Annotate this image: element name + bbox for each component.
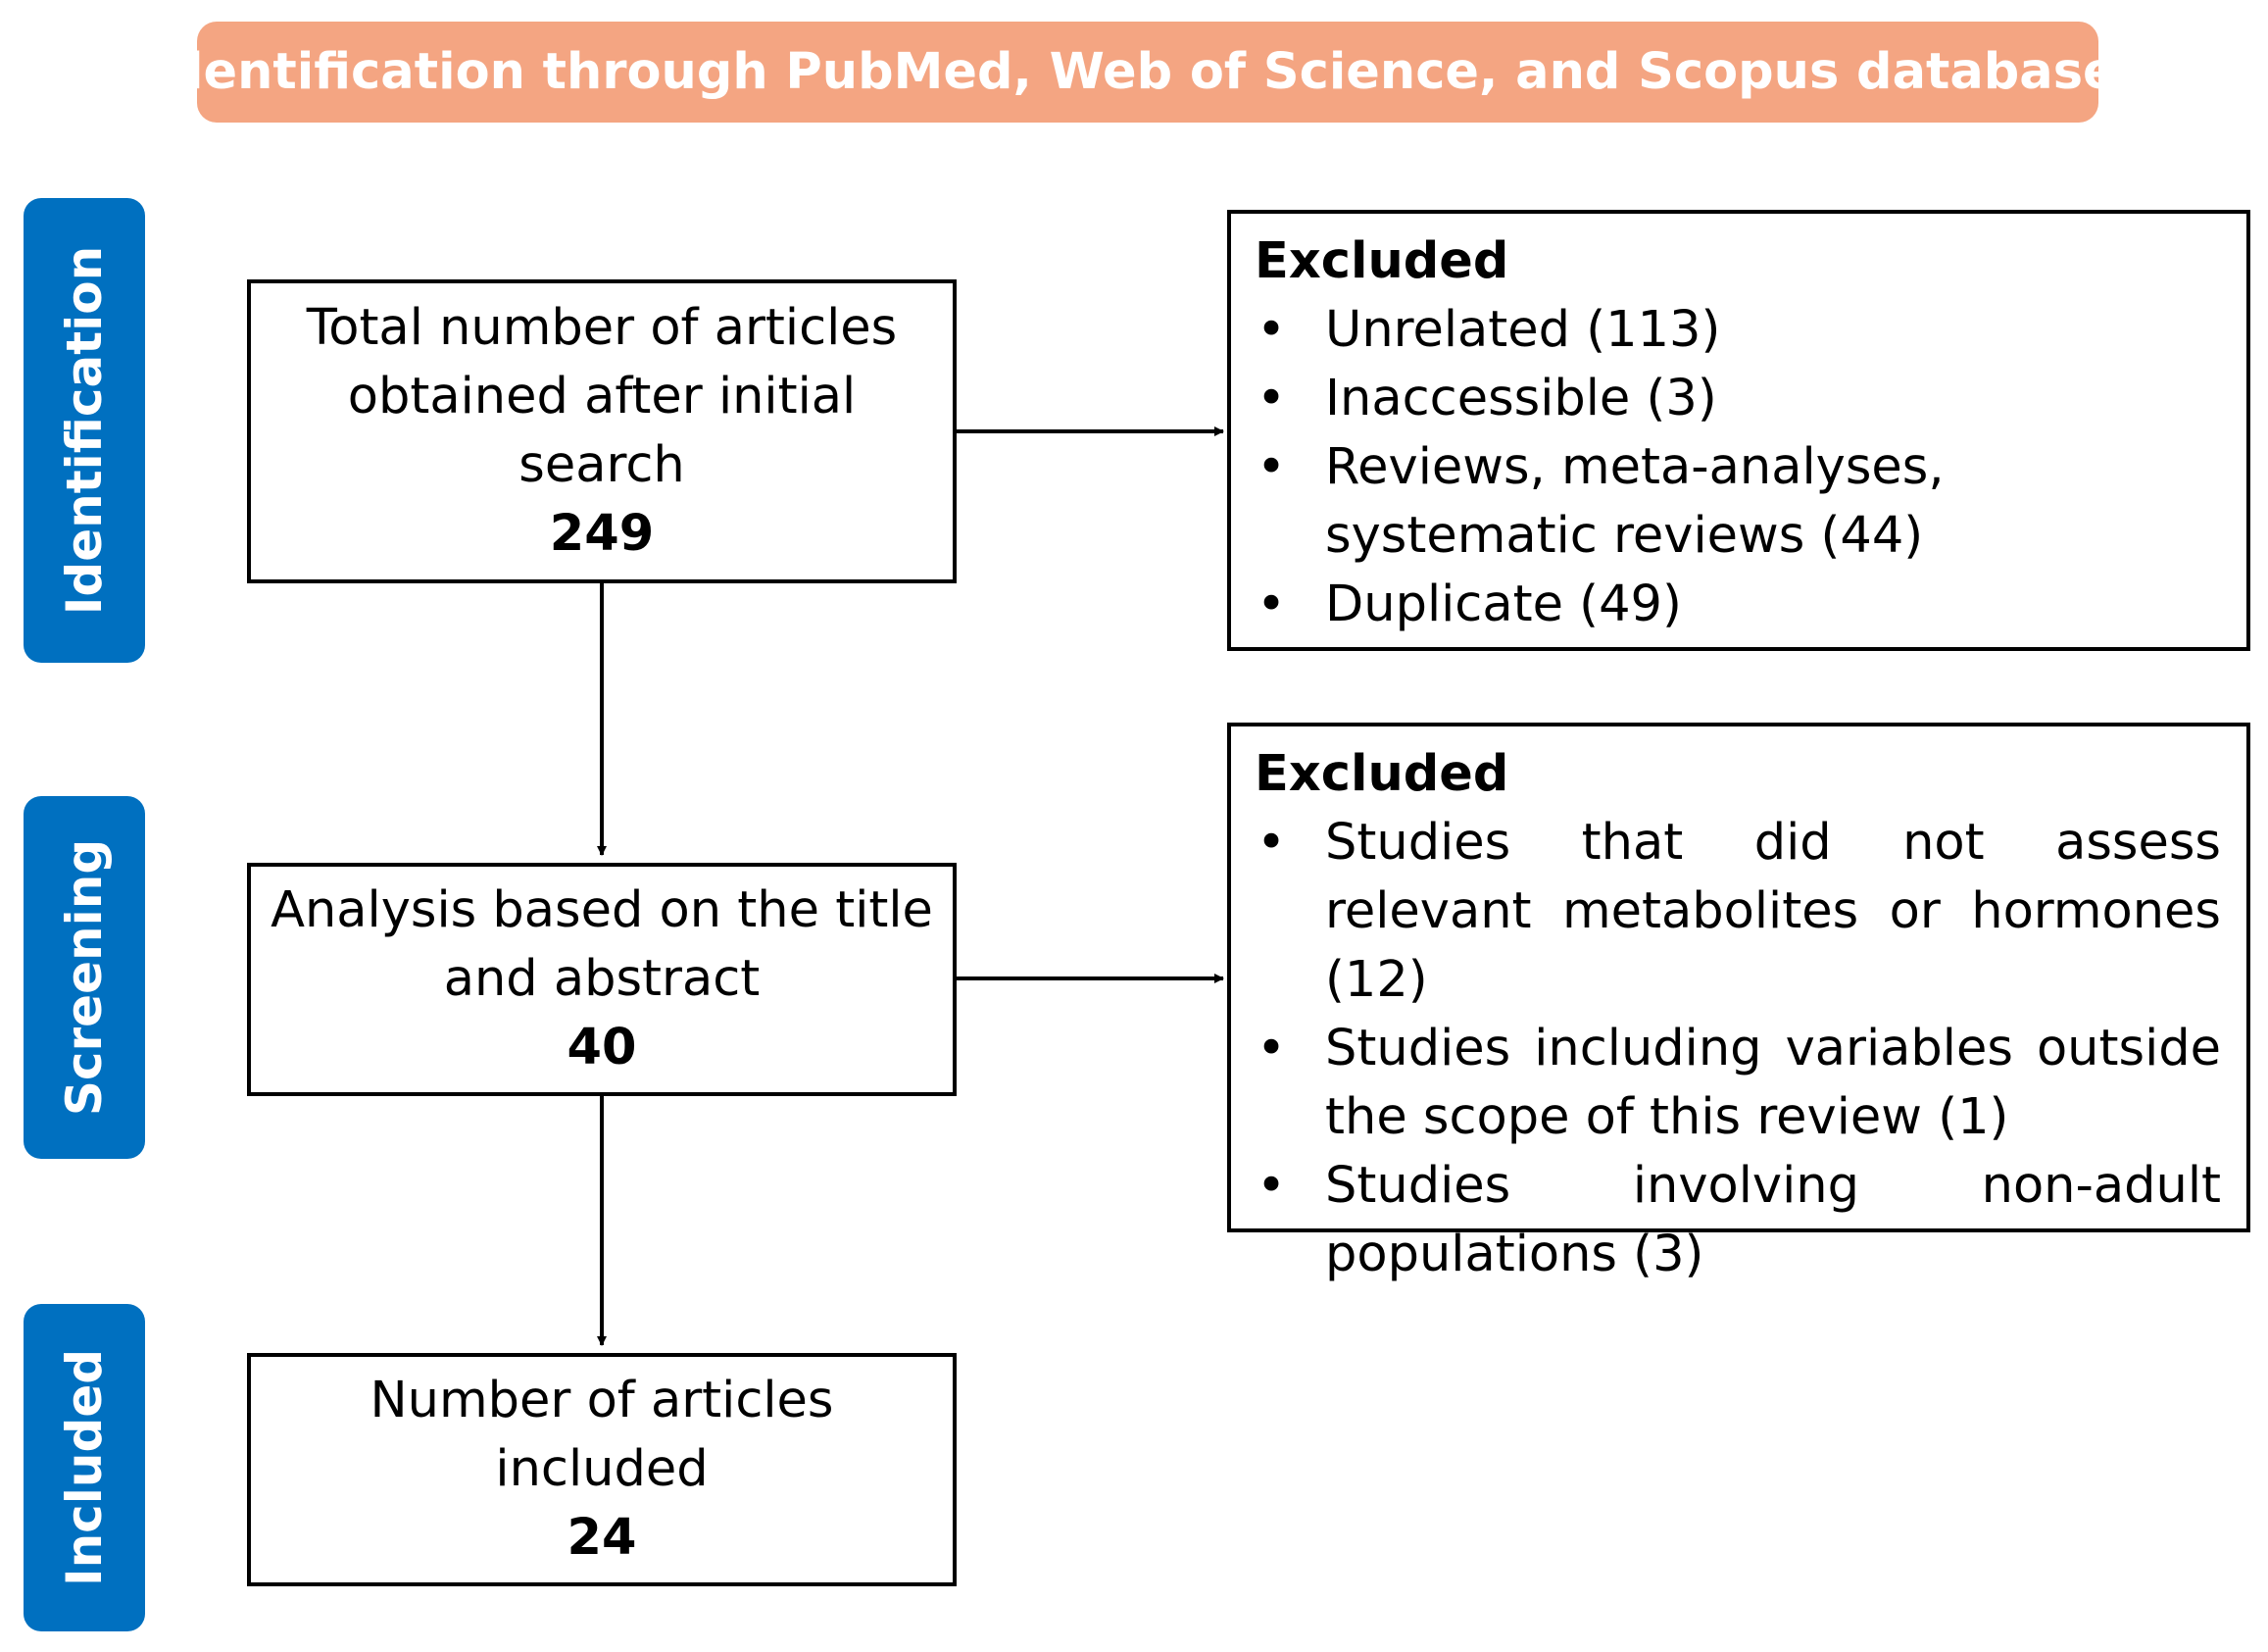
identification-box: Total number of articles obtained after …	[247, 279, 957, 583]
included-box: Number of articles included 24	[247, 1353, 957, 1586]
exclusion-item: Studies involving non-adult populations …	[1255, 1152, 2221, 1289]
exclusion-item: Unrelated (113)	[1255, 296, 2221, 365]
exclusion-title: Excluded	[1255, 745, 1509, 803]
screening-count: 40	[567, 1019, 637, 1076]
stage-included: Included	[24, 1304, 145, 1631]
exclusion-title: Excluded	[1255, 232, 1509, 290]
identification-text: Total number of articles obtained after …	[306, 299, 898, 494]
exclusion-item: Inaccessible (3)	[1255, 365, 2221, 433]
screening-box: Analysis based on the title and abstract…	[247, 863, 957, 1096]
exclusion-list: Unrelated (113) Inaccessible (3) Reviews…	[1255, 296, 2221, 639]
screening-text: Analysis based on the title and abstract	[271, 881, 933, 1008]
source-banner: Identification through PubMed, Web of Sc…	[149, 22, 2146, 123]
exclusion-item: Studies that did not assess relevant met…	[1255, 809, 2221, 1015]
exclusion-item: Studies including variables outside the …	[1255, 1015, 2221, 1152]
exclusion-box-screening: Excluded Studies that did not assess rel…	[1227, 723, 2250, 1283]
stage-screening: Screening	[24, 796, 145, 1159]
included-count: 24	[567, 1509, 637, 1567]
stage-identification: Identification	[24, 198, 145, 663]
identification-count: 249	[549, 505, 655, 563]
exclusion-list: Studies that did not assess relevant met…	[1255, 809, 2221, 1289]
exclusion-item: Duplicate (49)	[1255, 571, 2221, 639]
included-text: Number of articles included	[370, 1372, 834, 1498]
exclusion-box-identification: Excluded Unrelated (113) Inaccessible (3…	[1227, 210, 2250, 651]
source-banner-text: Identification through PubMed, Web of Sc…	[149, 43, 2146, 101]
exclusion-item: Reviews, meta-analyses, systematic revie…	[1255, 433, 2221, 571]
